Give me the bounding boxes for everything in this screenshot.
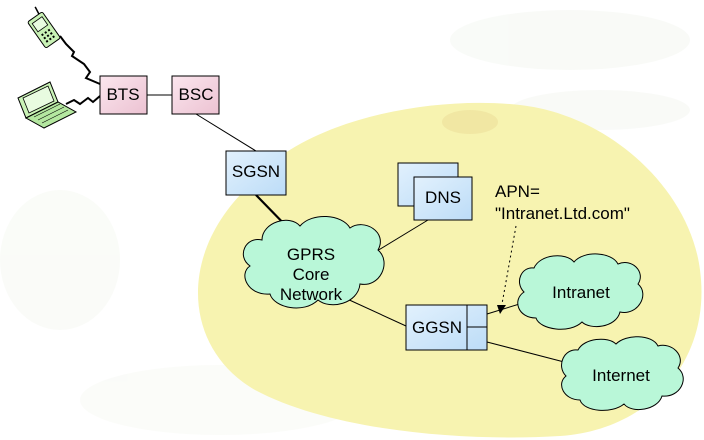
intranet-cloud	[517, 253, 644, 330]
core-network-cloud	[242, 215, 385, 309]
ggsn-label: GGSN	[411, 318, 463, 337]
mobile-phone-icon	[27, 6, 61, 48]
apn-pointer	[497, 225, 517, 314]
link-core-ggsn	[344, 297, 407, 327]
bsc-label: BSC	[178, 85, 214, 104]
apn-annotation: APN= "Intranet.Ltd.com"	[495, 181, 630, 225]
intranet-label: Intranet	[552, 283, 610, 302]
laptop-icon	[17, 81, 78, 129]
core-network-label: GPRS Core Network	[280, 245, 342, 305]
core-label-line-3: Network	[279, 285, 343, 304]
core-label-line-1: GPRS	[286, 245, 336, 264]
apn-line-1: APN=	[495, 182, 540, 201]
radio-link-laptop	[65, 95, 101, 106]
dns-label: DNS	[425, 188, 461, 207]
link-ggsn-internet	[486, 341, 569, 364]
link-bsc-sgsn	[195, 113, 257, 152]
radio-link-phone	[59, 35, 101, 85]
sgsn-box	[225, 150, 287, 196]
apn-line-2: "Intranet.Ltd.com"	[495, 204, 630, 223]
bsc-box	[171, 75, 220, 115]
link-core-dns	[371, 219, 429, 255]
internet-cloud	[561, 336, 684, 411]
area-highlight	[442, 110, 498, 134]
internet-label: Internet	[592, 366, 650, 385]
sgsn-label: SGSN	[231, 162, 281, 181]
bts-label: BTS	[106, 85, 140, 104]
bts-box	[99, 75, 148, 115]
core-label-line-2: Core	[292, 265, 330, 284]
dns-box	[413, 176, 473, 221]
